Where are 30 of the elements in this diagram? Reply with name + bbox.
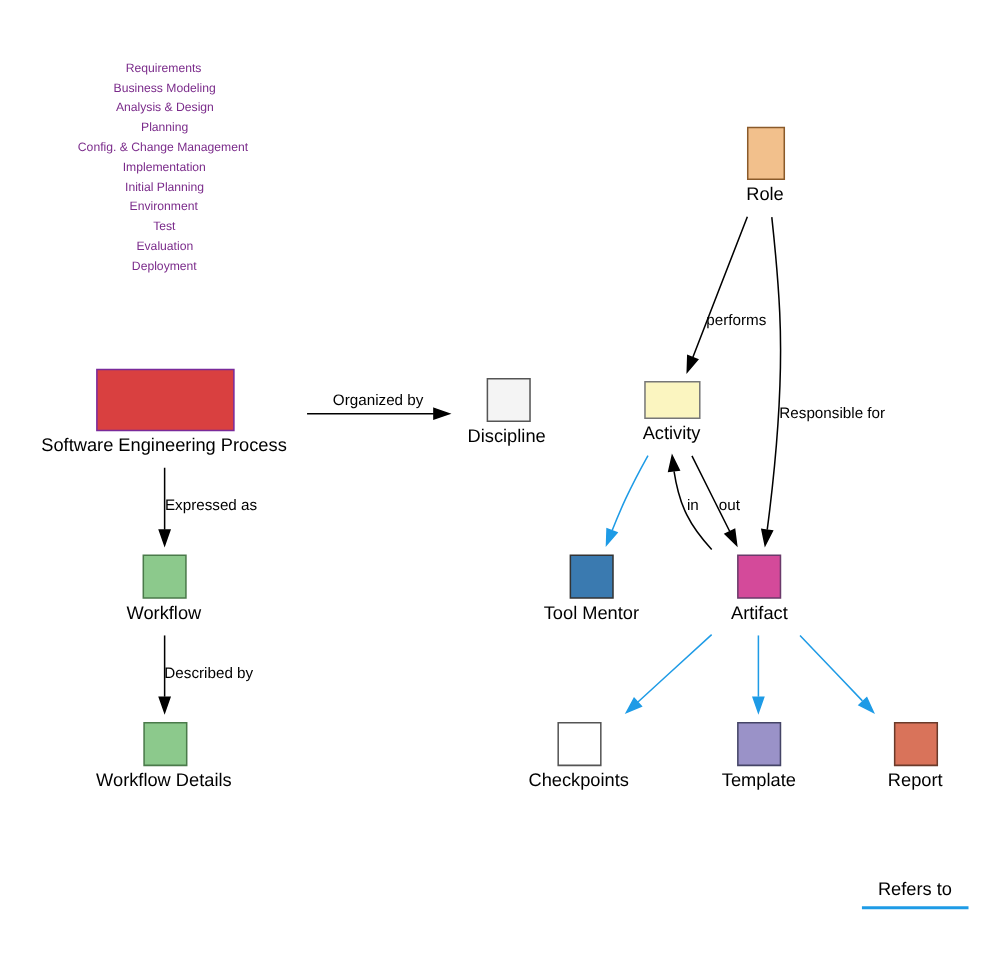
arrow: [799, 634, 875, 715]
node-label: Activity: [642, 422, 701, 443]
arrow: [686, 215, 749, 374]
arrow: [158, 467, 172, 548]
node-label: Role: [746, 183, 784, 204]
node-label: Workflow Details: [96, 770, 232, 791]
arrow: [624, 633, 713, 715]
node-label: Discipline: [467, 426, 546, 446]
node-label: Software Engineering Process: [41, 435, 287, 456]
arrow: [752, 634, 765, 715]
arrow: [667, 453, 713, 551]
edge-label: Responsible for: [779, 403, 886, 422]
arrow: [306, 407, 452, 421]
arrow: [691, 455, 738, 548]
edge-label: Described by: [164, 663, 254, 682]
edge-label: in: [686, 496, 699, 515]
node-label: Workflow: [126, 602, 202, 623]
legend-label: Refers to: [877, 878, 952, 899]
edge-label: Expressed as: [164, 496, 258, 515]
node-label: Report: [887, 770, 943, 791]
node-label: Template: [721, 770, 796, 791]
node-label: Checkpoints: [528, 770, 629, 791]
node-label: Artifact: [730, 602, 788, 623]
node-label: Tool Mentor: [543, 602, 640, 623]
edge-label: Organized by: [332, 390, 424, 409]
arrow: [760, 216, 782, 548]
arrow: [605, 454, 649, 548]
edge-label: performs: [706, 310, 767, 329]
arrow: [158, 634, 172, 715]
edge-label: out: [718, 496, 741, 515]
